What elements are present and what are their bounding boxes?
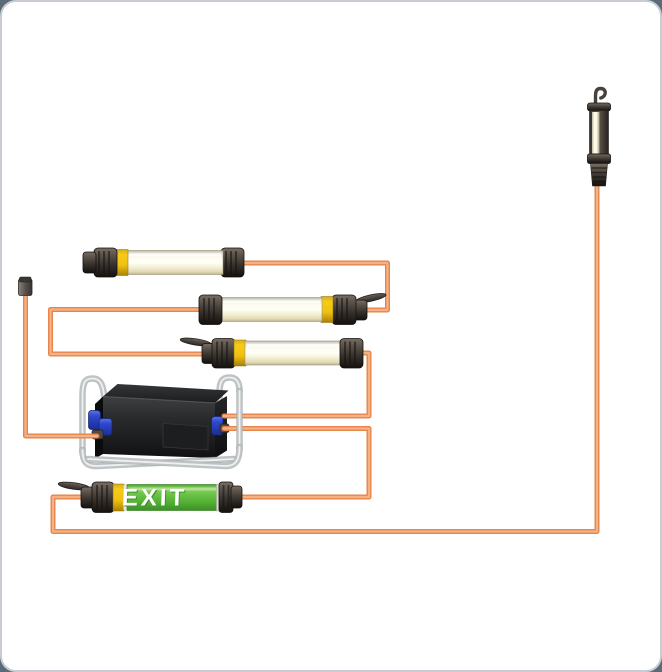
cable-box-to-exit-light [221,426,372,500]
lamp-handle-ribs [591,167,607,183]
frame-front [79,387,243,470]
cable-tube-2-to-tube-1 [239,260,390,313]
frame-rear [79,374,243,456]
lamp-top-cap [587,102,611,112]
cable-box-to-tube-3 [221,350,372,419]
tube1-yellow-ring [115,249,129,276]
lamp-handle [590,163,608,187]
tube2-right-cap [331,294,357,325]
tube1-right-cap [220,247,245,278]
box-top-edge-highlight [102,395,216,404]
lamp-hook [593,86,607,106]
tube3-left-cap [211,338,236,369]
box-label-panel [162,423,209,451]
tube-light-3 [179,337,364,369]
power-supply-box [88,384,230,459]
exit-label-shadow: EXIT [122,486,188,513]
tube3-right-cap [339,338,364,369]
cable-inlet-to-box [23,290,100,439]
tube3-yellow-ring [233,339,247,367]
tube2-left-cap [198,294,223,325]
power-cable-connector [18,276,33,296]
cables [23,184,600,534]
connector-cap [19,276,32,283]
exit-tube-light: EXIT EXIT [57,481,243,513]
exit-right-knob [230,485,243,509]
hanging-work-light [587,86,611,187]
cable-tube-3-to-tube-2 [48,307,210,357]
exit-label: EXIT [121,485,187,512]
tube2-yellow-ring [320,296,334,323]
tube-light-1 [82,247,245,278]
tube1-end-knob [82,251,97,274]
tube1-left-cap [93,247,118,278]
lamp-tube-window [592,112,600,154]
tube-light-2 [198,293,387,325]
cable-exit-light-to-hanging-lamp [50,184,600,534]
lamp-collar [587,153,611,164]
